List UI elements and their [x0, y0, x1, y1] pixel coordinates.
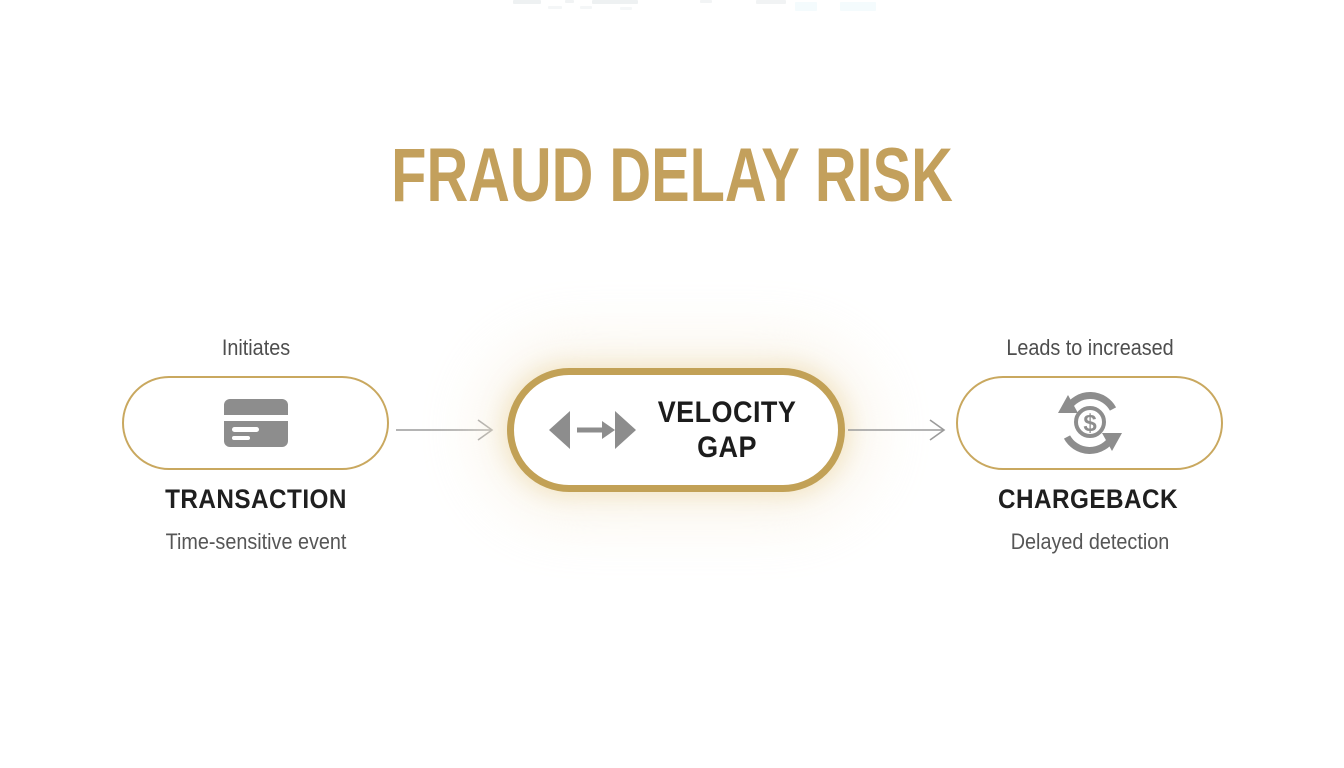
cropped-text-artifact [700, 0, 712, 3]
arrow-transaction-to-velocity [396, 419, 494, 441]
velocity-gap-name-line2: GAP [697, 431, 757, 464]
transaction-sub-label: Time-sensitive event [165, 529, 347, 554]
cropped-text-artifact [840, 2, 876, 11]
chargeback-name: CHARGEBACK [998, 484, 1178, 514]
credit-card-icon [222, 399, 289, 447]
chargeback-top-label: Leads to increased [1006, 335, 1174, 360]
transaction-top-label: Initiates [221, 335, 291, 360]
arrow-velocity-to-chargeback [848, 419, 946, 441]
transaction-pill [122, 376, 389, 470]
cropped-text-artifact [620, 7, 632, 10]
dollar-sign-glyph: $ [1083, 410, 1097, 437]
chargeback-pill: $ [956, 376, 1223, 470]
velocity-gap-name-line1: VELOCITY [657, 396, 797, 429]
cycle-dollar-icon: $ [1057, 392, 1122, 454]
cropped-text-artifact [513, 0, 541, 4]
transaction-name: TRANSACTION [165, 484, 347, 514]
cropped-text-artifact [795, 2, 817, 11]
velocity-gap-name: VELOCITY GAP [658, 395, 797, 465]
cropped-text-artifact [580, 6, 592, 9]
velocity-gap-pill: VELOCITY GAP [507, 368, 845, 492]
bidirectional-arrows-icon [548, 411, 636, 449]
cropped-text-artifact [592, 0, 638, 4]
cropped-text-artifact [548, 6, 562, 9]
chargeback-sub-label: Delayed detection [1010, 529, 1170, 554]
cropped-text-artifact [565, 0, 574, 3]
cropped-text-artifact [756, 0, 786, 4]
page-title: FRAUD DELAY RISK [391, 133, 953, 218]
